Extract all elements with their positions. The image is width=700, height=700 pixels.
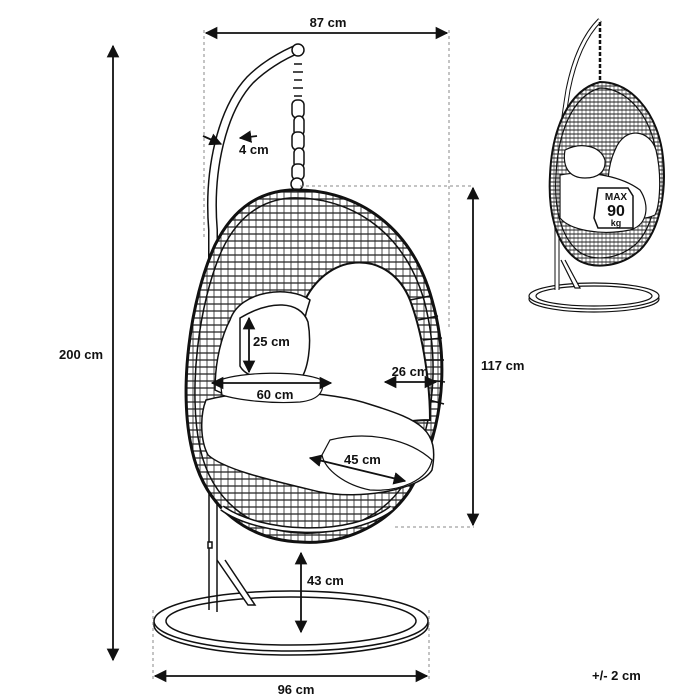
dim-pipe-arrow-left (202, 133, 223, 146)
label-base-width: 96 cm (278, 682, 315, 697)
label-opening: 26 cm (392, 364, 429, 379)
thumbnail-chair (528, 18, 665, 313)
label-tolerance: +/- 2 cm (592, 668, 641, 683)
stand-pole (207, 43, 305, 612)
dim-seat-depth-line (308, 454, 407, 485)
badge-max-text: MAX (605, 192, 628, 203)
hanging-chain (290, 63, 305, 191)
label-width-top: 87 cm (310, 15, 347, 30)
dimension-lines (106, 26, 480, 683)
capacity-badge: MAX 90 kg (593, 187, 634, 229)
dimension-labels: 87 cm 4 cm 200 cm 25 cm 60 cm 26 cm 117 … (59, 15, 641, 697)
badge-unit-text: kg (611, 218, 622, 228)
dim-pipe-arrow-right (238, 130, 258, 143)
extension-lines (152, 30, 474, 680)
main-chair (153, 43, 446, 656)
label-seat-width: 60 cm (257, 387, 294, 402)
label-chair-height: 117 cm (481, 358, 524, 373)
badge-value-text: 90 (607, 203, 625, 220)
base-ring (153, 590, 429, 656)
label-total-height: 200 cm (59, 347, 103, 362)
label-seat-depth: 45 cm (344, 452, 381, 467)
label-cushion-height: 25 cm (253, 334, 290, 349)
label-pipe: 4 cm (239, 142, 269, 157)
label-ground-clearance: 43 cm (307, 573, 344, 588)
